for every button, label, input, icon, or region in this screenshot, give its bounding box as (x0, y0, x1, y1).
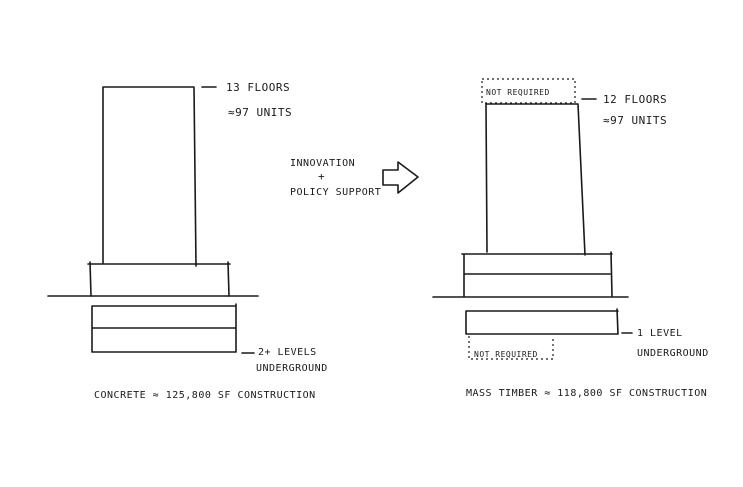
left-levels-label: 2+ LEVELS (258, 347, 317, 358)
left-underground-label: UNDERGROUND (256, 363, 328, 374)
concrete-building (47, 86, 259, 354)
right-caption: MASS TIMBER ≈ 118,800 SF CONSTRUCTION (466, 388, 707, 399)
right-units-label: ≈97 UNITS (603, 114, 667, 127)
right-arrow-icon (382, 161, 419, 194)
right-levels-label: 1 LEVEL (637, 328, 683, 339)
right-floors-label: 12 FLOORS (603, 93, 667, 106)
right-bottom-not-required-label: NOT REQUIRED (474, 350, 538, 359)
left-floors-label: 13 FLOORS (226, 81, 290, 94)
left-caption: CONCRETE ≈ 125,800 SF CONSTRUCTION (94, 390, 316, 401)
right-top-not-required-box (481, 78, 576, 104)
mass-timber-building (432, 78, 633, 360)
right-underground-level (465, 308, 619, 335)
arrow-line-2: + (318, 170, 325, 183)
left-underground-levels (91, 303, 237, 353)
arrow-line-3: POLICY SUPPORT (290, 187, 381, 198)
left-podium (87, 261, 231, 297)
right-bottom-not-required-box (468, 336, 554, 360)
arrow-line-1: INNOVATION (290, 158, 355, 169)
right-tower (485, 103, 586, 256)
right-top-not-required-label: NOT REQUIRED (486, 88, 550, 97)
left-units-label: ≈97 UNITS (228, 106, 292, 119)
left-tower (102, 86, 197, 267)
right-podium (461, 251, 613, 297)
right-underground-label: UNDERGROUND (637, 348, 709, 359)
